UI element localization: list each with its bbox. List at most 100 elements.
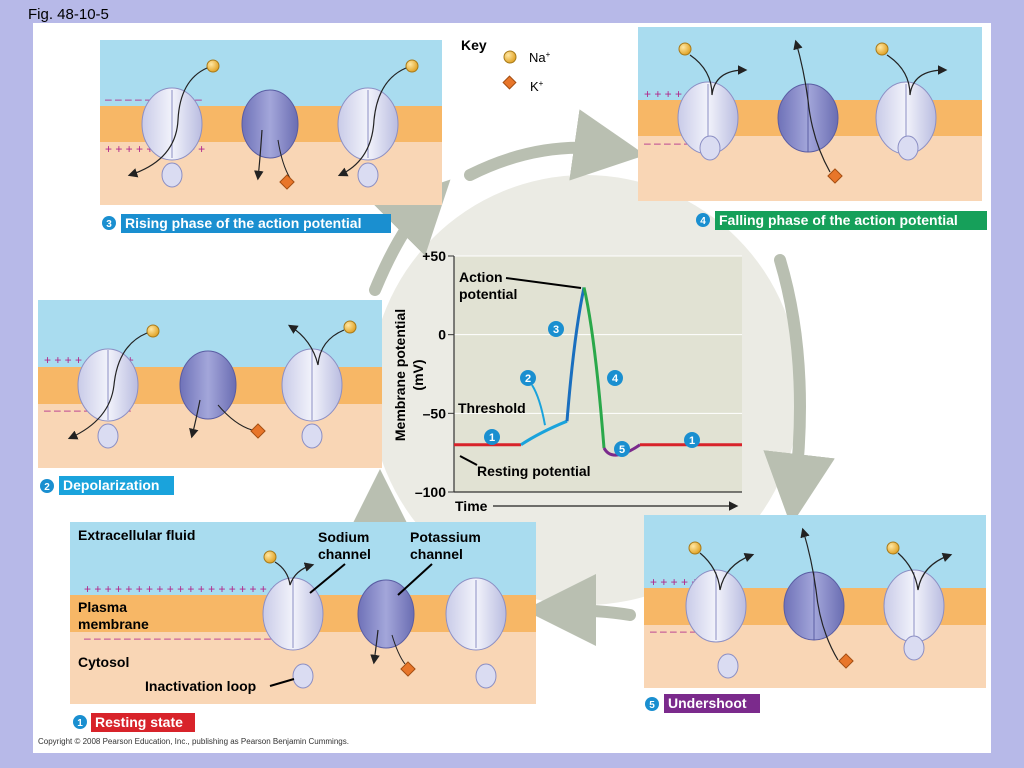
y-tick-label: –100: [415, 484, 446, 500]
phase-5-label: Undershoot: [668, 695, 747, 711]
panel-depolarization: + + + + + + + + + – – – – – – – – –: [38, 300, 382, 468]
action-potential-pointer: [505, 277, 582, 289]
potassium-channel-closed: [241, 89, 299, 159]
potassium-ion: [838, 653, 854, 669]
sodium-ion: [688, 541, 702, 555]
phase-3-label: Rising phase of the action potential: [125, 215, 361, 231]
key-k-label: K: [530, 79, 539, 94]
y-tick-label: 0: [438, 327, 446, 343]
phase-marker: [684, 432, 700, 448]
sodium-ion: [875, 42, 889, 56]
potassium-ion: [279, 174, 295, 190]
phase-marker-label: 3: [553, 324, 559, 336]
membrane-potential-chart: +50 0 –50 –100 Membrane potential (mV) Time…: [392, 248, 742, 514]
phase-number-2: [40, 479, 54, 493]
phase-number-2-text: 2: [44, 482, 50, 493]
potassium-channel-closed: [357, 579, 415, 649]
key-k-superscript: +: [539, 79, 544, 88]
phase-markers: 1 2 3 4 5 1: [484, 321, 700, 457]
phase-2-label: Depolarization: [63, 477, 159, 493]
depolarization-segment: [520, 419, 568, 447]
phase-number-4-text: 4: [700, 216, 706, 227]
sodium-ion: [343, 320, 357, 334]
resting-pointer: [459, 455, 478, 466]
sodium-ion: [678, 42, 692, 56]
key: Key Na+ K+: [461, 37, 551, 94]
action-potential-label-line2: potential: [459, 286, 517, 302]
key-title: Key: [461, 37, 487, 53]
svg-text:– – – – – – – –: – – – – – – – – – – – – – – – – – – – – …: [84, 631, 291, 645]
figure-label: Fig. 48-10-5: [28, 6, 109, 23]
panel-resting-state: + + + + + + + + + + + + + + + + + + + + …: [70, 522, 536, 704]
phase-marker: [614, 441, 630, 457]
phase-3-label-bg: [121, 214, 391, 233]
potassium-ion-key: [502, 75, 517, 90]
y-tick-label: –50: [423, 405, 447, 421]
phase-number-1-text: 1: [77, 718, 83, 729]
phase-marker: [548, 321, 564, 337]
phase-1-label: Resting state: [95, 714, 183, 730]
threshold-pointer: [531, 384, 546, 426]
chart-gridlines: [454, 255, 742, 414]
panel-falling-phase: + + + + + + + + – – – – – – – –: [638, 27, 982, 201]
phase-marker-label: 5: [619, 444, 625, 456]
y-tick-label: +50: [422, 248, 446, 264]
sodium-ion: [146, 324, 160, 338]
inactivation-loop-label: Inactivation loop: [145, 678, 256, 694]
key-na-label: Na: [529, 50, 546, 65]
svg-text:Na+: Na+: [529, 50, 551, 65]
threshold-label: Threshold: [458, 400, 526, 416]
potassium-channel-label-line2: channel: [410, 546, 463, 562]
svg-text:K+: K+: [530, 79, 544, 94]
phase-marker-label: 1: [489, 432, 495, 444]
sodium-channel-label-line1: Sodium: [318, 529, 369, 545]
phase-marker: [520, 370, 536, 386]
plasma-membrane-label-line2: membrane: [78, 616, 149, 632]
phase-5-label-bg: [664, 694, 760, 713]
cytosol-label: Cytosol: [78, 654, 129, 670]
action-potential-label-line1: Action: [459, 269, 503, 285]
phase-number-5: [645, 697, 659, 711]
potassium-channel-closed: [179, 350, 237, 420]
phase-marker-label: 4: [612, 373, 619, 385]
plasma-membrane-label-line1: Plasma: [78, 599, 127, 615]
sodium-ion: [263, 550, 277, 564]
potassium-ion: [827, 168, 843, 184]
sodium-ion: [886, 541, 900, 555]
panel-undershoot: + + + + + + + + – – – – – – – –: [644, 515, 986, 688]
phase-1-label-bg: [91, 713, 195, 732]
phase-number-3: [102, 216, 116, 230]
inactivation-gate: [161, 162, 183, 188]
phase-4-label-bg: [715, 211, 987, 230]
y-axis-label: Membrane potential: [392, 309, 408, 441]
phase-number-3-text: 3: [106, 219, 112, 230]
extracellular-fluid-label: Extracellular fluid: [78, 527, 195, 543]
y-tick-labels: +50 0 –50 –100: [415, 248, 454, 500]
sodium-ion: [405, 59, 419, 73]
sodium-ion: [206, 59, 220, 73]
phase-number-4: [696, 213, 710, 227]
sodium-ion-key: [503, 50, 517, 64]
falling-phase-segment: [582, 287, 606, 449]
sodium-channel-label-line2: channel: [318, 546, 371, 562]
resting-potential-label: Resting potential: [477, 463, 591, 479]
potassium-ion: [400, 661, 416, 677]
phase-number-1: [73, 715, 87, 729]
phase-marker: [607, 370, 623, 386]
rising-phase-segment: [565, 287, 586, 422]
phase-number-5-text: 5: [649, 700, 655, 711]
key-na-superscript: +: [546, 50, 551, 59]
copyright-notice: Copyright © 2008 Pearson Education, Inc.…: [38, 737, 349, 746]
x-axis-label: Time: [455, 498, 488, 514]
phase-2-label-bg: [59, 476, 174, 495]
phase-marker-label: 2: [525, 373, 531, 385]
phase-marker: [484, 429, 500, 445]
potassium-channel-label-line1: Potassium: [410, 529, 481, 545]
panel-rising-phase: – – – – – – – – – – + + + + + + + + + +: [100, 40, 442, 205]
svg-text:+ + + + + + + +: + + + + + + + + + + + + + + + + + + + + …: [84, 582, 298, 596]
potassium-ion: [250, 423, 266, 439]
y-axis-unit: (mV): [410, 359, 426, 390]
inactivation-loop: [292, 663, 314, 689]
phase-marker-label: 1: [689, 435, 695, 447]
